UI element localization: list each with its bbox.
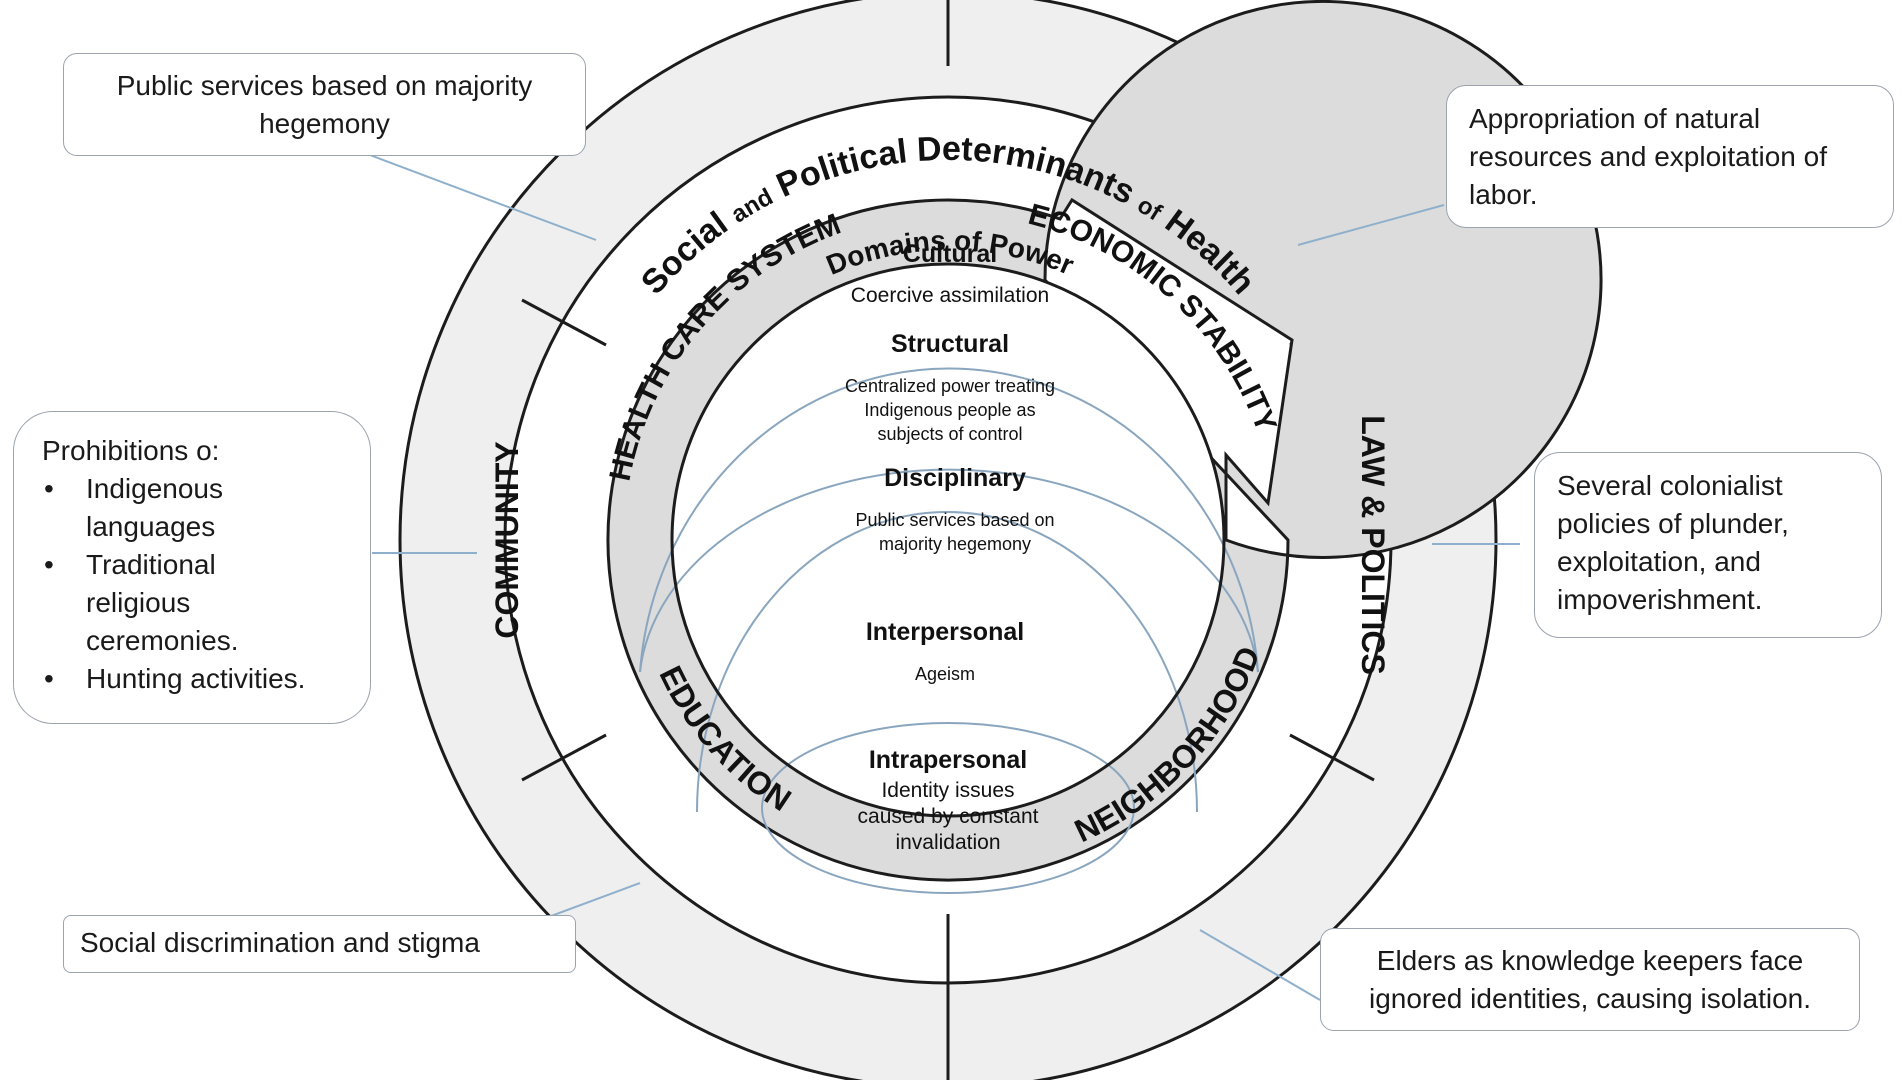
callout-economic: Appropriation of natural resources and e… (1446, 85, 1894, 228)
callout-community-heading: Prohibitions o: (42, 435, 220, 466)
list-item-line: religious (86, 587, 191, 618)
callout-neighborhood: Social discrimination and stigma (63, 915, 576, 973)
domain-descriptions: Coercive assimilation Centralized power … (845, 284, 1055, 854)
callout-economic-line: Appropriation of natural (1469, 103, 1761, 134)
callout-economic-line: labor. (1469, 179, 1538, 210)
sector-label-community: COMMUNITY (489, 441, 525, 638)
list-item-line: Indigenous (86, 473, 224, 504)
list-item: Traditional religious ceremonies. (42, 546, 370, 660)
list-item-line: Traditional (86, 549, 216, 580)
domain-intrapersonal-desc: caused by constant (858, 805, 1039, 828)
domain-interpersonal-name: Interpersonal (866, 618, 1024, 646)
domains-inner-edge (670, 262, 1226, 818)
callout-education-line: ignored identities, causing isolation. (1368, 982, 1812, 1014)
callout-law: Several colonialist policies of plunder,… (1534, 452, 1882, 638)
domain-names: Cultural Structural Disciplinary Interpe… (866, 240, 1027, 774)
domain-intrapersonal-desc: invalidation (895, 831, 1000, 854)
callout-health-care: Public services based on majority hegemo… (63, 53, 586, 156)
callout-health-care-line: Public services based on majority (116, 69, 533, 101)
list-item-line: ceremonies. (86, 625, 239, 656)
domain-structural-desc: subjects of control (877, 424, 1022, 444)
domain-intrapersonal-name: Intrapersonal (869, 746, 1027, 774)
callout-law-line: impoverishment. (1557, 584, 1763, 615)
callout-law-line: Several colonialist (1557, 470, 1783, 501)
list-item-line: Hunting activities. (86, 663, 306, 694)
callout-economic-line: resources and exploitation of (1469, 141, 1827, 172)
callout-education: Elders as knowledge keepers face ignored… (1320, 928, 1860, 1031)
domain-disciplinary-desc: Public services based on (855, 510, 1054, 530)
callout-community: Prohibitions o: Indigenous languages Tra… (13, 411, 371, 724)
callout-community-list: Indigenous languages Traditional religio… (42, 470, 370, 698)
domain-disciplinary-desc: majority hegemony (879, 534, 1031, 554)
sector-label-law: LAW & POLITICS (1355, 415, 1391, 675)
callout-neighborhood-text: Social discrimination and stigma (80, 927, 480, 958)
callout-law-line: policies of plunder, (1557, 508, 1789, 539)
list-item: Hunting activities. (42, 660, 370, 698)
leader-lines (369, 154, 1520, 1001)
domain-cultural-desc: Coercive assimilation (851, 284, 1049, 307)
domain-structural-desc: Indigenous people as (864, 400, 1035, 420)
domain-structural-desc: Centralized power treating (845, 376, 1055, 396)
domain-structural-name: Structural (891, 330, 1009, 358)
list-item-line: languages (86, 511, 216, 542)
list-item: Indigenous languages (42, 470, 370, 546)
domain-intrapersonal-desc: Identity issues (881, 779, 1014, 802)
domain-disciplinary-name: Disciplinary (884, 464, 1026, 492)
callout-health-care-line: hegemony (259, 107, 390, 139)
domain-cultural-name: Cultural (903, 240, 997, 268)
layer-arcs (639, 367, 1259, 894)
domain-interpersonal-desc: Ageism (915, 664, 975, 684)
callout-education-line: Elders as knowledge keepers face (1376, 944, 1804, 976)
callout-law-line: exploitation, and (1557, 546, 1761, 577)
